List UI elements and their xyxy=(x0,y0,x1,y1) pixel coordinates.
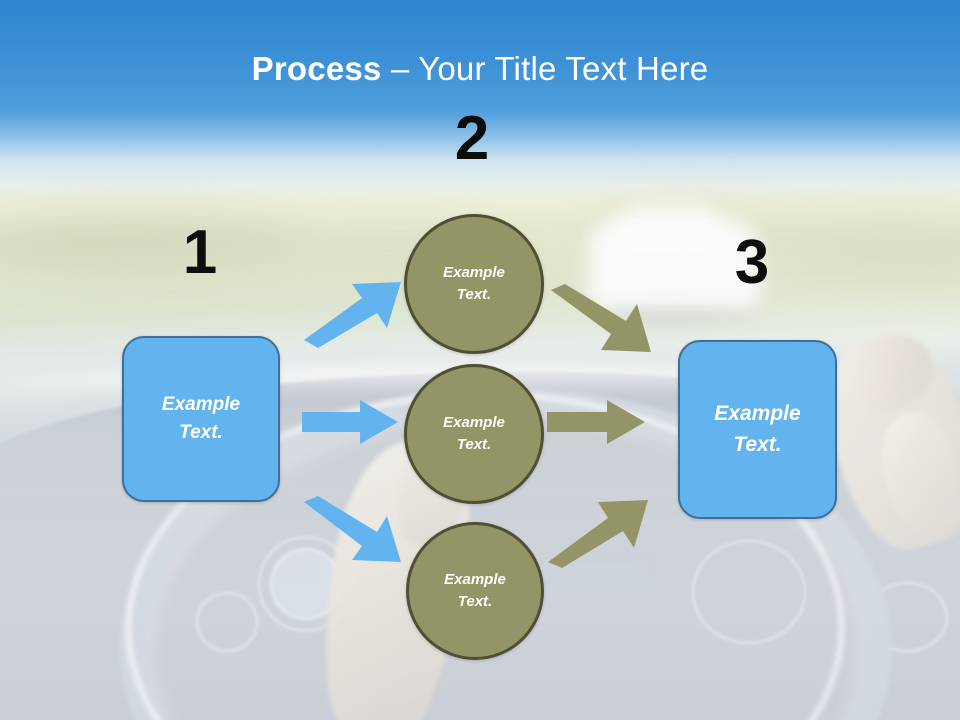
arrow-up-right-icon xyxy=(304,282,401,348)
label-line-1: Example xyxy=(714,402,801,426)
arrow-right-icon xyxy=(302,400,398,444)
process-circle-2[interactable]: Example Text. xyxy=(404,364,544,504)
arrow-up-right-icon xyxy=(548,500,648,568)
label-line-1: Example xyxy=(444,570,506,588)
label-line-1: Example xyxy=(443,263,505,281)
slide-title-rest: – Your Title Text Here xyxy=(381,50,709,87)
process-start-box-label: Example Text. xyxy=(162,391,240,446)
arrow-down-right-icon xyxy=(551,284,651,352)
landscape-blur-blob xyxy=(790,215,960,279)
label-line-2: Text. xyxy=(179,422,223,443)
process-start-box[interactable]: Example Text. xyxy=(122,336,280,502)
label-line-2: Text. xyxy=(457,593,493,610)
slide-title: Process – Your Title Text Here xyxy=(0,50,960,88)
process-end-box-label: Example Text. xyxy=(714,399,800,460)
process-circle-1-label: Example Text. xyxy=(443,262,505,307)
landscape-blur-blob xyxy=(0,215,300,275)
process-end-box[interactable]: Example Text. xyxy=(678,340,837,519)
label-line-2: Text. xyxy=(456,286,492,303)
label-line-1: Example xyxy=(443,413,505,431)
label-line-2: Text. xyxy=(456,436,492,453)
step-number-1: 1 xyxy=(182,218,218,287)
arrow-down-right-icon xyxy=(304,496,401,562)
process-circle-3[interactable]: Example Text. xyxy=(406,522,544,660)
label-line-2: Text. xyxy=(733,432,782,456)
process-circle-3-label: Example Text. xyxy=(444,569,506,614)
process-circle-1[interactable]: Example Text. xyxy=(404,214,544,354)
step-number-3: 3 xyxy=(734,228,770,297)
slide-title-strong: Process xyxy=(251,50,382,87)
process-circle-2-label: Example Text. xyxy=(443,412,505,457)
step-number-2: 2 xyxy=(454,104,490,173)
arrow-right-icon xyxy=(547,400,645,444)
instrument-gauge xyxy=(196,592,258,652)
label-line-1: Example xyxy=(161,394,241,416)
